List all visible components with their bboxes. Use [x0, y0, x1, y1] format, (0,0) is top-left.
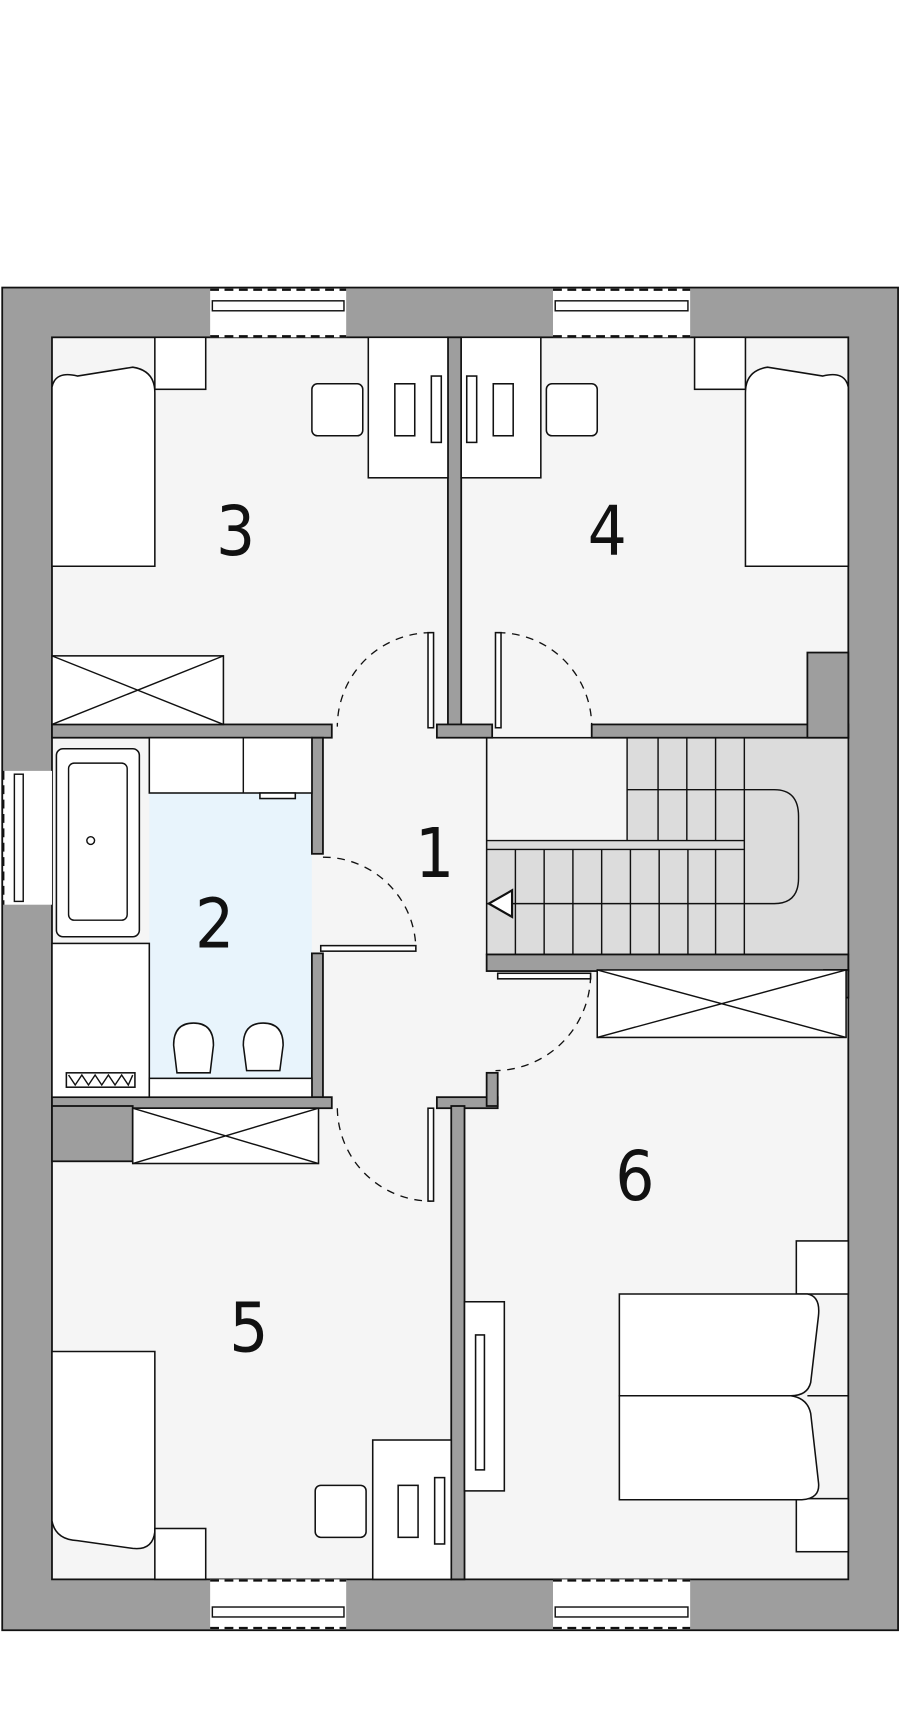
door-room-3	[336, 631, 435, 729]
stair-direction-arrow-icon	[486, 888, 514, 919]
window-top-left	[210, 288, 347, 338]
window-bottom-left	[210, 1579, 347, 1630]
room-4-furniture	[460, 336, 850, 568]
room-label-3: 3	[216, 492, 255, 572]
windows	[2, 288, 691, 1630]
double-bed	[618, 1293, 820, 1397]
door-bathroom	[319, 856, 417, 952]
washing-machine-area	[51, 942, 151, 1098]
room-label-5: 5	[229, 1288, 268, 1368]
wardrobe-room-3	[51, 655, 225, 726]
room-labels: 1 2 3 4 5 6	[195, 492, 655, 1368]
door-room-6	[495, 972, 592, 1072]
stair-treads	[514, 737, 746, 955]
door-room-5	[336, 1107, 435, 1202]
room-6-furniture	[463, 1240, 850, 1553]
room-label-2: 2	[195, 885, 234, 965]
bathtub	[55, 747, 141, 938]
interior-walls	[51, 336, 850, 1581]
bathroom-fixtures	[51, 736, 313, 1098]
room-label-6: 6	[615, 1137, 654, 1217]
room-3-furniture	[51, 336, 449, 726]
toilet	[172, 1022, 215, 1074]
room-label-1: 1	[415, 814, 454, 894]
door-room-4	[494, 631, 593, 729]
window-top-right	[552, 288, 691, 338]
bidet	[242, 1022, 284, 1072]
wardrobe-hall	[131, 1107, 320, 1165]
wardrobe-room-6	[596, 969, 847, 1039]
doors	[319, 631, 593, 1202]
window-bottom-right	[552, 1579, 691, 1630]
room-label-4: 4	[588, 492, 627, 572]
room-5-furniture	[51, 1350, 453, 1581]
staircase	[485, 736, 850, 956]
window-left	[2, 770, 52, 905]
